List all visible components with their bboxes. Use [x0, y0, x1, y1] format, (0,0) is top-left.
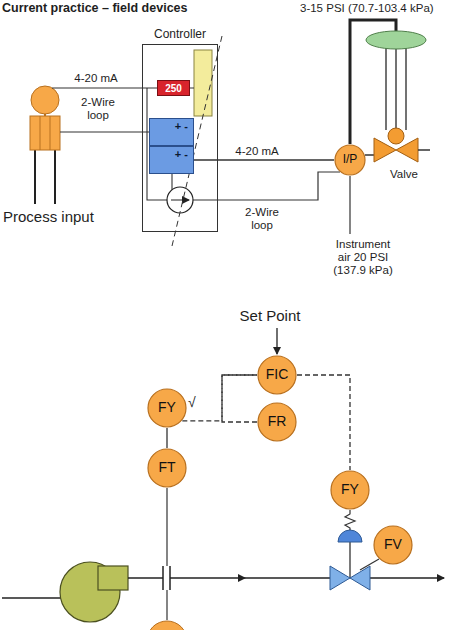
valve-bonnet — [388, 128, 404, 144]
diaphragm-actuator — [338, 530, 362, 542]
bubble-circle — [148, 449, 186, 487]
bubble-circle — [374, 526, 412, 564]
polarity-mark: + - — [175, 120, 188, 132]
process-pipe — [245, 577, 330, 578]
instrument-tag: FR — [268, 414, 287, 429]
air-line — [365, 154, 374, 156]
valve-body — [374, 138, 396, 162]
instrument-tag: FIC — [266, 367, 289, 382]
signal-connector — [297, 375, 350, 470]
supply-label: Instrument air 20 PSI (137.9 kPa) — [330, 238, 396, 278]
bubble-circle — [258, 403, 296, 441]
controller-heading: Controller — [143, 28, 217, 41]
current-source-arrow — [171, 200, 189, 201]
current-source-symbol — [167, 187, 193, 213]
instrument-bubble: FT — [147, 448, 187, 488]
signal-connector — [182, 375, 257, 421]
impulse-line — [166, 590, 167, 620]
pump-outlet — [98, 566, 128, 590]
bubble-circle — [148, 389, 186, 427]
signal-label: 3-15 PSI (70.7-103.4 kPa) — [300, 2, 434, 15]
power-supply-box: + - — [149, 146, 194, 174]
transmitter-body — [30, 116, 60, 150]
instrument-bubble-cut — [147, 621, 187, 630]
control-valve — [330, 566, 350, 590]
orifice-plate — [162, 566, 164, 590]
valve-yoke — [385, 48, 387, 130]
internal-wire — [190, 88, 194, 89]
power-supply-box: + - — [149, 118, 194, 146]
transmitter-rib — [40, 116, 41, 150]
bubble-circle — [331, 471, 369, 509]
signal-connector — [222, 375, 257, 422]
set-point-label: Set Point — [240, 307, 301, 324]
pipe-stub — [418, 149, 430, 151]
resistor-value: 250 — [165, 83, 182, 94]
instrument-bubble: FY — [330, 470, 370, 510]
bubble-circle — [258, 356, 296, 394]
instrument-bubble: FY — [147, 388, 187, 428]
wiring-label: 2-Wire loop — [76, 96, 120, 122]
transmitter-head — [31, 86, 59, 114]
instrument-bubble: FIC — [257, 355, 297, 395]
wiring-label: 2-Wire loop — [240, 206, 284, 232]
signal-label: 4-20 mA — [74, 72, 117, 85]
converter-bubble: I/P — [334, 144, 366, 176]
valve-actuator — [366, 31, 426, 49]
instrument-tag: FV — [384, 537, 402, 552]
controller-module — [194, 50, 212, 116]
process-pipe — [128, 577, 163, 578]
positioner-link — [360, 559, 379, 570]
set-point-arrow — [276, 328, 277, 354]
diagram-title: Current practice – field devices — [2, 1, 188, 15]
loop-wire — [60, 131, 149, 132]
valve-stem — [395, 48, 397, 130]
transmitter-rib — [50, 116, 51, 150]
part-label: Process input — [3, 208, 94, 225]
part-label: Valve — [390, 168, 418, 181]
instrument-bubble: FV — [373, 525, 413, 565]
impulse-line — [166, 488, 167, 566]
controller-box: Controller250+ -+ - — [142, 44, 218, 232]
pneumatic-signal — [345, 510, 355, 530]
polarity-mark: + - — [175, 148, 188, 160]
valve-stem — [349, 542, 350, 578]
signal-connector — [166, 428, 167, 448]
process-pipe — [170, 577, 245, 578]
internal-wire — [171, 174, 172, 190]
signal-wire — [194, 159, 334, 160]
instrument-tag: FY — [341, 482, 359, 497]
loop-wire — [193, 172, 340, 200]
valve-body — [396, 138, 418, 162]
bubble-circle — [335, 145, 365, 175]
instrument-tag: I/P — [343, 153, 358, 166]
sensor-leg — [54, 150, 56, 204]
resistor-box: 250 — [157, 80, 190, 96]
instrument-tag: FT — [158, 460, 175, 475]
valve-yoke — [405, 48, 407, 130]
sensor-leg — [34, 150, 36, 204]
signal-label: 4-20 mA — [233, 145, 280, 158]
process-pipe — [370, 577, 444, 578]
instrument-bubble: FR — [257, 402, 297, 442]
function-symbol: √ — [188, 394, 196, 410]
instrument-tag: FY — [158, 400, 176, 415]
air-line — [349, 176, 350, 234]
